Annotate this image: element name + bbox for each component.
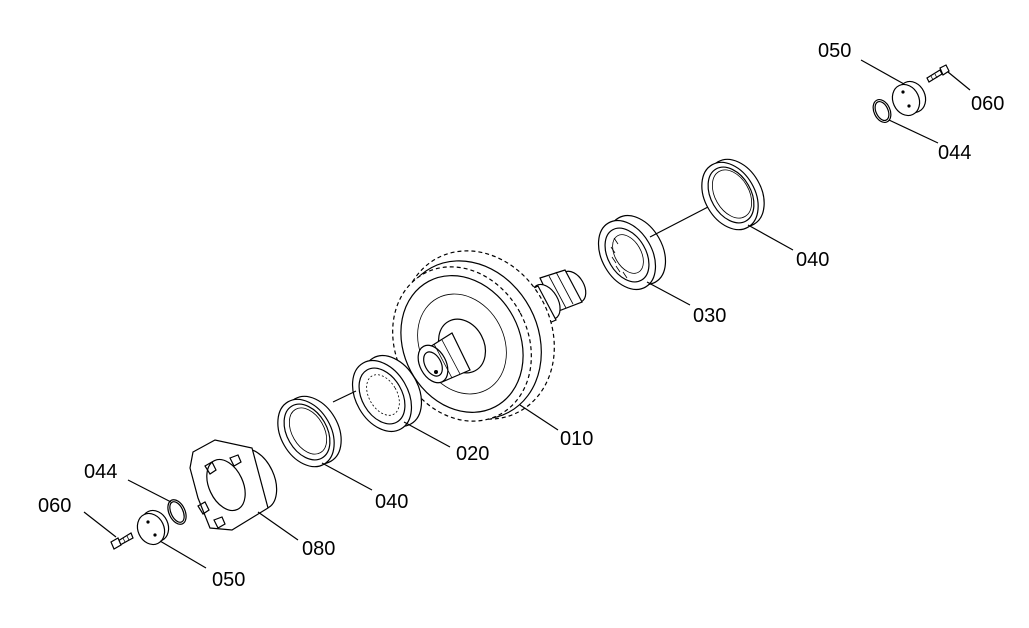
label-080: 080 [302, 538, 335, 560]
part-060-top-bolt [926, 64, 971, 91]
label-050-top: 050 [818, 40, 851, 62]
part-044-top-o-ring [872, 99, 939, 144]
label-030: 030 [693, 305, 726, 327]
label-050-left: 050 [212, 569, 245, 591]
label-060-left: 060 [38, 495, 71, 517]
label-040-left: 040 [375, 491, 408, 513]
part-020-roller-bearing [332, 355, 451, 448]
part-040-left-bearing-cup [277, 395, 373, 491]
label-040-right: 040 [796, 249, 829, 271]
part-010-helical-gear-shaft [392, 250, 587, 431]
label-044-left: 044 [84, 461, 117, 483]
part-060-left-bolt [83, 511, 134, 550]
part-080-bearing-housing [189, 439, 299, 541]
part-044-left-o-ring [127, 479, 187, 525]
part-040-right-bearing-cup [701, 158, 794, 251]
part-050-top-end-cap [860, 59, 927, 117]
label-010: 010 [560, 428, 593, 450]
label-044-top: 044 [938, 142, 971, 164]
label-060-top: 060 [971, 93, 1004, 115]
part-030-roller-bearing [597, 206, 709, 306]
label-020: 020 [456, 443, 489, 465]
part-050-left-end-cap [136, 509, 207, 569]
